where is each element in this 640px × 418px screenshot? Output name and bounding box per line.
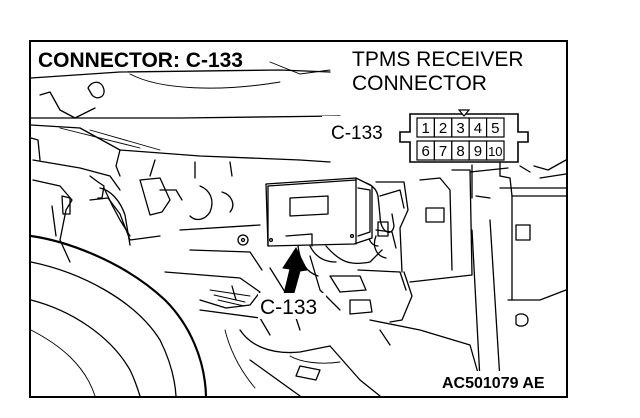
connector-id-label: C-133 [331, 123, 383, 144]
callout: C-133 [258, 293, 326, 319]
pin-number-1: 1 [422, 120, 430, 137]
pin-number-9: 9 [474, 143, 482, 160]
title-block: CONNECTOR: C-133 TPMS RECEIVER CONNECTOR [38, 48, 524, 95]
pin-cell-10 [486, 140, 505, 161]
pin-number-7: 7 [439, 143, 447, 160]
dashboard-line-art [29, 61, 567, 398]
connector-name-line-2: CONNECTOR [352, 72, 487, 95]
connector-latch [457, 109, 471, 117]
pin-cell-5 [486, 117, 505, 138]
pin-number-10: 10 [488, 144, 502, 159]
pin-number-8: 8 [456, 143, 464, 160]
pin-number-3: 3 [456, 120, 464, 137]
figure-code-block: AC501079 AE [438, 371, 564, 392]
pin-number-5: 5 [491, 120, 499, 137]
pin-number-2: 2 [439, 120, 447, 137]
connector-name-line-1: TPMS RECEIVER [352, 48, 524, 71]
callout-connector-label: C-133 [260, 296, 317, 319]
pin-number-6: 6 [422, 143, 430, 160]
figure-code: AC501079 AE [442, 375, 545, 392]
diagram-title: CONNECTOR: C-133 [38, 49, 243, 72]
pin-number-4: 4 [474, 120, 482, 137]
tpms-receiver-module [265, 177, 373, 247]
